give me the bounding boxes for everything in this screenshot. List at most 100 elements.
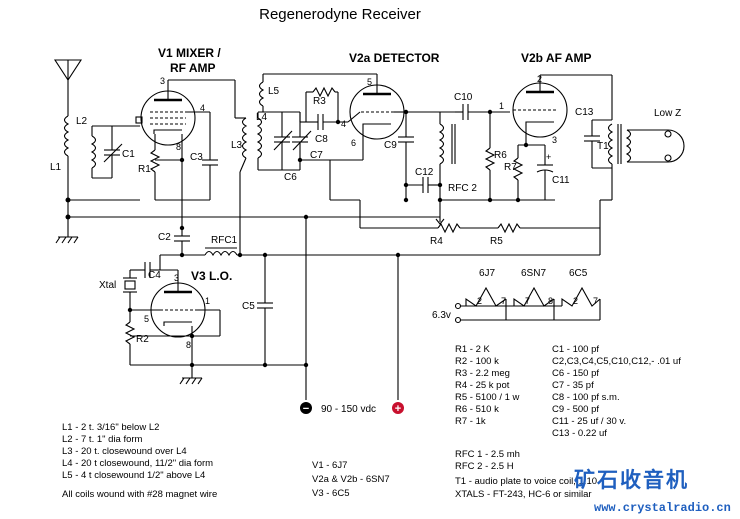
ground-icon [55,236,79,244]
resistor-r5 [460,222,521,234]
label-c2: C2 [158,232,171,243]
label-heater-tube-3: 6C5 [569,268,588,279]
coil-l1 [63,115,70,157]
capacitor-c13 [584,120,600,168]
svg-text:6: 6 [351,138,356,148]
svg-text:R3 - 2.2 meg: R3 - 2.2 meg [455,368,510,379]
svg-text:3: 3 [174,273,179,283]
coil-l3 [241,117,248,159]
label-r6: R6 [494,150,507,161]
svg-text:8: 8 [176,142,181,152]
crystal-xtal [123,270,137,310]
svg-text:C11 - 25 uf / 30 v.: C11 - 25 uf / 30 v. [552,416,626,427]
resistor-r7 [512,145,524,200]
capacitor-c4 [130,262,160,278]
svg-text:8: 8 [548,296,553,306]
svg-text:L2 - 7 t. 1" dia form: L2 - 7 t. 1" dia form [62,434,143,445]
choke-rfc1 [204,247,238,257]
coil-l4 [256,117,263,159]
svg-text:L4 - 20 t closewound, 11/2" di: L4 - 20 t closewound, 11/2" dia form [62,458,213,469]
capacitor-c1 [103,126,123,178]
label-r5: R5 [490,236,503,247]
transformer-t1 [607,123,632,165]
svg-text:+: + [546,152,551,162]
svg-text:L1 - 2 t. 3/16" below L2: L1 - 2 t. 3/16" below L2 [62,422,159,433]
supply-minus-terminal-icon: − [300,402,312,415]
resistor-r3 [305,86,339,122]
svg-text:7: 7 [593,296,598,306]
svg-text:All coils wound with #28 magne: All coils wound with #28 magnet wire [62,489,217,500]
label-supply-voltage: 90 - 150 vdc [321,404,376,415]
svg-text:RFC 1 - 2.5 mh: RFC 1 - 2.5 mh [455,449,520,460]
label-v3: V3 L.O. [191,269,232,283]
watermark-url: www.crystalradio.cn [594,501,731,515]
svg-text:R4 - 25 k pot: R4 - 25 k pot [455,380,510,391]
resistor-r4 [360,217,461,234]
label-r3: R3 [313,96,326,107]
svg-text:C2,C3,C4,C5,C10,C12,- .01 uf: C2,C3,C4,C5,C10,C12,- .01 uf [552,356,681,367]
label-c7: C7 [310,150,323,161]
label-low-z: Low Z [654,108,681,119]
capacitor-c2 [174,228,190,255]
label-c9: C9 [384,140,397,151]
label-c10: C10 [454,92,473,103]
svg-text:7: 7 [525,296,530,306]
svg-text:R6 - 510 k: R6 - 510 k [455,404,499,415]
label-r2: R2 [136,334,149,345]
label-heater-tube-2: 6SN7 [521,268,546,279]
capacitor-c5 [257,255,273,365]
svg-text:3: 3 [552,135,557,145]
label-xtal: Xtal [99,280,116,291]
label-v2b: V2b AF AMP [521,51,591,65]
svg-text:2: 2 [477,296,482,306]
label-l5: L5 [268,86,280,97]
svg-text:8: 8 [186,340,191,350]
svg-text:+: + [395,403,401,415]
svg-text:C8 - 100 pf s.m.: C8 - 100 pf s.m. [552,392,620,403]
svg-text:C1 - 100 pf: C1 - 100 pf [552,344,599,355]
label-c4: C4 [148,270,161,281]
label-l3: L3 [231,140,243,151]
label-c12: C12 [415,167,434,178]
svg-text:R5 - 5100 / 1 w: R5 - 5100 / 1 w [455,392,520,403]
svg-text:V1 - 6J7: V1 - 6J7 [312,460,347,471]
capacitor-c8 [312,114,348,130]
coil-winding-notes: L1 - 2 t. 3/16" below L2 L2 - 7 t. 1" di… [62,422,217,500]
label-v1-line1: V1 MIXER / [158,46,221,60]
svg-text:RFC 2 - 2.5 H: RFC 2 - 2.5 H [455,461,514,472]
label-r4: R4 [430,236,443,247]
capacitor-c6 [273,112,293,170]
label-t1: T1 [597,141,609,152]
coil-l2 [90,126,97,178]
resistor-r6 [484,112,496,200]
label-rfc1: RFC1 [211,235,238,246]
svg-text:7: 7 [501,296,506,306]
svg-text:V2a & V2b - 6SN7: V2a & V2b - 6SN7 [312,474,390,485]
svg-text:L5 - 4 t closewound 1/2" above: L5 - 4 t closewound 1/2" above L4 [62,470,205,481]
svg-text:4: 4 [200,103,205,113]
tube-v1 [135,90,196,146]
label-c11: C11 [552,175,570,186]
svg-text:XTALS - FT-243, HC-6 or simila: XTALS - FT-243, HC-6 or similar [455,489,592,500]
svg-text:5: 5 [144,314,149,324]
svg-text:R7 - 1k: R7 - 1k [455,416,486,427]
svg-text:C7 - 35 pf: C7 - 35 pf [552,380,594,391]
label-r1: R1 [138,164,151,175]
svg-text:T1 - audio plate to voice coi: T1 - audio plate to voice coil, 1:10 [455,476,597,487]
svg-text:V3 - 6C5: V3 - 6C5 [312,488,350,499]
svg-text:1: 1 [205,296,210,306]
svg-text:L3 - 20 t. closewound over L4: L3 - 20 t. closewound over L4 [62,446,187,457]
label-heater-voltage: 6.3v [432,310,451,321]
choke-list: RFC 1 - 2.5 mh RFC 2 - 2.5 H T1 - audio … [455,449,597,500]
tube-v2b [512,82,568,138]
label-v1-line2: RF AMP [170,61,216,75]
label-heater-tube-1: 6J7 [479,268,496,279]
svg-text:2: 2 [573,296,578,306]
label-c6: C6 [284,172,297,183]
label-l1: L1 [50,162,62,173]
capacitor-c7 [292,112,312,170]
svg-text:3: 3 [160,76,165,86]
svg-text:4: 4 [341,119,346,129]
label-c5: C5 [242,301,255,312]
